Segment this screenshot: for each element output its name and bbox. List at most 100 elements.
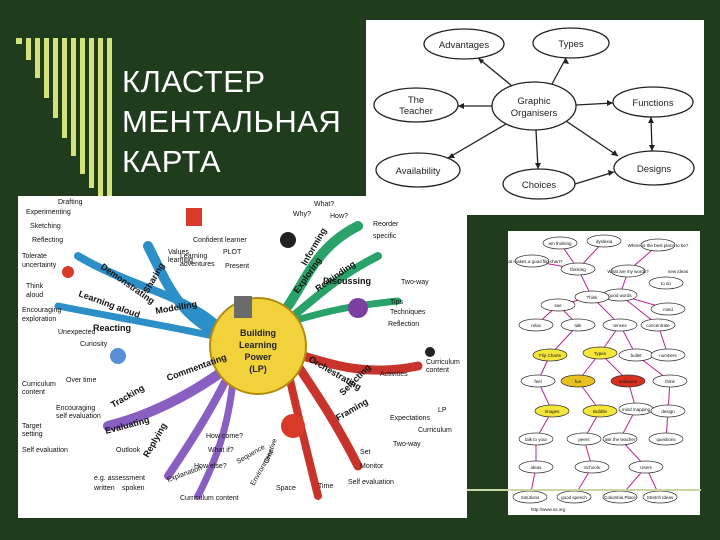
flow-node <box>566 432 602 446</box>
flow-node-label: Users <box>640 465 653 470</box>
flow-node-label: talk <box>574 323 582 328</box>
leaf-curr-content-3b: content <box>22 389 45 396</box>
leaf-unexpected: Unexpected <box>58 329 95 336</box>
title-line-1: КЛАСТЕР <box>122 64 266 99</box>
leaf-confident-learner: Confident learner <box>193 237 247 244</box>
slide-title: КЛАСТЕР МЕНТАЛЬНАЯ КАРТА <box>122 62 341 182</box>
flow-node-label: am thinking <box>548 241 572 246</box>
branch-discussing: Discussing <box>323 276 371 286</box>
flow-node <box>610 264 646 278</box>
leaf-present: Present <box>225 263 249 270</box>
divider-line <box>467 489 701 491</box>
flow-node <box>640 238 676 252</box>
graphic-organiser-diagram: Graphic Organisers Advantages Types The … <box>366 20 704 215</box>
flow-node <box>518 318 554 332</box>
flow-node-label: bullet <box>631 353 643 358</box>
leaf-target: Target <box>22 423 42 430</box>
leaf-over-time: Over time <box>66 377 96 384</box>
leaf-how-come: How come? <box>206 433 243 440</box>
flow-node-label: mind mapping <box>622 407 651 412</box>
leaf-experimenting: Experimenting <box>26 209 71 216</box>
flow-node-label: think <box>665 379 675 384</box>
learning-power-mindmap: Building Learning Power (LP) Modelling L… <box>18 196 467 518</box>
flow-node <box>512 490 548 504</box>
branch-reacting: Reacting <box>93 323 131 333</box>
leaf-what: What? <box>314 201 334 208</box>
flower-icon <box>281 414 305 438</box>
flow-node <box>534 404 570 418</box>
flow-node-label: solutions <box>619 379 638 384</box>
center-line-2: Learning <box>239 340 277 350</box>
flow-node-label: Schools <box>584 465 601 470</box>
title-line-3: КАРТА <box>122 144 222 179</box>
leaf-curr-content-4: Curriculum content <box>180 495 239 502</box>
node-types: Types <box>558 39 584 50</box>
flow-node-label: http://www.ss.org <box>531 507 566 512</box>
leaf-reorder: Reorder <box>373 221 399 228</box>
flow-node-label: Bubble <box>593 409 608 414</box>
flow-node <box>650 404 686 418</box>
flow-node <box>532 348 568 362</box>
title-line-2: МЕНТАЛЬНАЯ <box>122 104 342 139</box>
decorative-stripes <box>16 38 112 208</box>
branch-tracking: Tracking <box>109 383 146 410</box>
leaf-how: How? <box>330 213 348 220</box>
leaf-curr-content-3: Curriculum <box>22 381 56 388</box>
flow-node <box>648 432 684 446</box>
flow-node <box>602 318 638 332</box>
center-line-1: Building <box>240 328 276 338</box>
flow-node-label: Flip Charts <box>539 353 562 358</box>
leaf-expectations: Expectations <box>390 415 431 422</box>
flow-node-label: design <box>661 409 675 414</box>
leaf-why: Why? <box>293 211 311 218</box>
leaf-learning-adv-2: adventures <box>180 261 215 268</box>
flow-node-label: good words <box>608 293 632 298</box>
flow-node-label: see <box>554 303 562 308</box>
leaf-creative: Creative <box>263 438 279 465</box>
flow-node-label: fun <box>575 379 582 384</box>
leaf-set: Set <box>360 449 371 456</box>
flow-node-label: tenses <box>613 323 627 328</box>
leaf-self-eval-2: Self evaluation <box>22 447 68 454</box>
node-choices: Choices <box>522 180 557 191</box>
leaf-written: written <box>93 485 115 492</box>
flow-node <box>582 346 618 360</box>
leaf-think: Think <box>26 283 44 290</box>
node-advantages: Advantages <box>439 40 489 51</box>
flow-node-label: What makes a good flip chart? <box>508 259 563 264</box>
flow-node-label: Where is the best place to be? <box>628 243 689 248</box>
flow-node-label: Columbia Place <box>604 495 636 500</box>
leaf-values: Values <box>168 249 189 256</box>
leaf-self-eval: Self evaluation <box>348 479 394 486</box>
node-functions: Functions <box>632 98 673 109</box>
flow-node-label: ask the teacher <box>605 437 636 442</box>
flow-node-label: Solutions <box>521 495 540 500</box>
flow-node <box>650 348 686 362</box>
flow-node-label: peers <box>578 437 590 442</box>
leaf-curriculum: Curriculum <box>418 427 452 434</box>
node-teacher-2: Teacher <box>399 106 433 117</box>
leaf-spoken: spoken <box>122 485 145 492</box>
flow-node <box>650 302 686 316</box>
flow-node <box>520 374 556 388</box>
leaf-curiosity: Curiosity <box>80 341 108 348</box>
flow-node <box>586 234 622 248</box>
flow-node-label: relax <box>531 323 542 328</box>
leaf-encouraging-self-2: self evaluation <box>56 413 101 420</box>
node-availability: Availability <box>396 166 441 177</box>
flow-node-label: feel <box>534 379 541 384</box>
flow-node <box>652 374 688 388</box>
leaf-how-else: How else? <box>194 463 227 470</box>
leaf-encouraging-self: Encouraging <box>56 405 95 412</box>
leaf-time: Time <box>318 483 333 490</box>
leaf-drafting: Drafting <box>58 199 83 206</box>
branch-framing: Framing <box>334 396 370 422</box>
leaf-plot: PLOT <box>223 249 242 256</box>
leaf-two-way: Two-way <box>401 279 429 286</box>
flow-node-label: ideas <box>531 465 543 470</box>
flow-node <box>640 318 676 332</box>
leaf-exploration: exploration <box>22 316 56 323</box>
flow-node <box>648 276 684 290</box>
leaf-activities: Activities <box>380 371 408 378</box>
